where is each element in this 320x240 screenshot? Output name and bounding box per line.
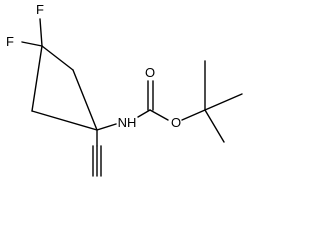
atom-label-f-top: F [36, 2, 44, 17]
bond-c-nh [96, 123, 117, 131]
atom-label-nh: NH [118, 115, 137, 130]
bond-tbu-methyl-right [204, 93, 243, 111]
bond-carbonyl-ester-o [149, 109, 169, 121]
bond-c-f-top [39, 18, 43, 47]
bond-ester-o-tbu [181, 109, 206, 121]
bond-ring-top [41, 45, 74, 71]
atom-label-carbonyl-oxygen: O [145, 65, 155, 80]
bond-nh-carbonyl [137, 109, 151, 118]
bond-ring-bottom [31, 110, 98, 131]
chemical-structure-diagram: F F NH O O [6, 2, 243, 177]
bond-ring-left [31, 45, 43, 112]
bond-c-f-left [21, 41, 43, 47]
atom-label-f-left: F [6, 34, 14, 49]
atom-label-ester-oxygen: O [171, 115, 181, 130]
bond-tbu-methyl-down [204, 109, 225, 143]
bond-ring-right [72, 69, 98, 131]
